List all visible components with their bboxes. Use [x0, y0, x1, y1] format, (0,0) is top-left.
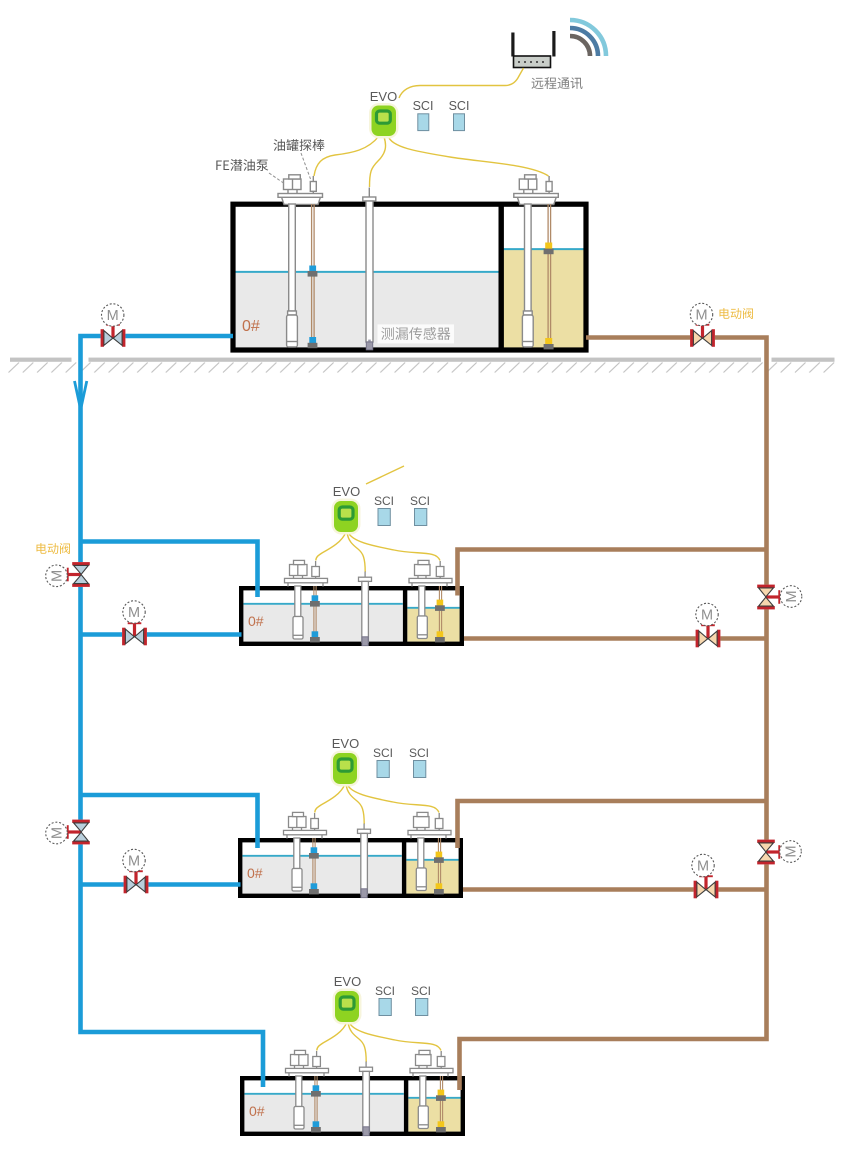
- svg-text:0#: 0#: [242, 318, 260, 335]
- svg-text:SCI: SCI: [413, 99, 434, 113]
- svg-text:SCI: SCI: [449, 99, 470, 113]
- svg-text:EVO: EVO: [370, 89, 397, 104]
